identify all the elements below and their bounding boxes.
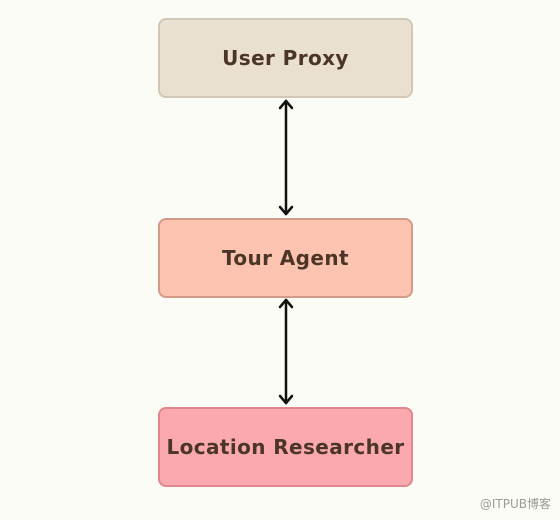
node-user-proxy: User Proxy — [158, 18, 413, 98]
arrowhead-down — [278, 205, 294, 216]
node-label: User Proxy — [222, 46, 349, 70]
edge-user-proxy-tour-agent — [278, 99, 294, 216]
node-label: Tour Agent — [222, 246, 349, 270]
edge-tour-agent-location-researcher — [278, 298, 294, 405]
watermark: @ITPUB博客 — [479, 497, 551, 511]
node-label: Location Researcher — [166, 435, 405, 459]
arrowhead-up — [278, 99, 294, 110]
node-tour-agent: Tour Agent — [158, 218, 413, 298]
arrowhead-down — [278, 394, 294, 405]
arrowhead-up — [278, 298, 294, 309]
node-location-researcher: Location Researcher — [158, 407, 413, 487]
